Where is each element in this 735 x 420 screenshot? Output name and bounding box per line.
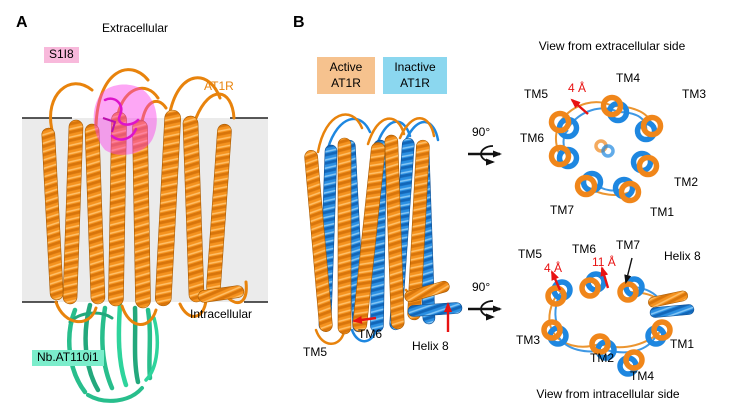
- extracellular-label: Extracellular: [102, 21, 169, 35]
- ic-tm2-label: TM2: [590, 351, 614, 365]
- ec-view-title: View from extracellular side: [538, 39, 686, 53]
- ic-tm6-label: TM6: [572, 242, 596, 256]
- ic-tm5-label: TM5: [518, 247, 542, 261]
- superposition-side-view: [304, 113, 463, 345]
- ic-view-title: View from intracellular side: [536, 387, 680, 401]
- extracellular-top-view: [548, 94, 664, 204]
- rotation-icon-bottom: [468, 300, 502, 321]
- rotation-90-bottom-label: 90°: [472, 280, 491, 294]
- panel-a-label: A: [16, 14, 28, 31]
- legend-active-at1r: Active AT1R: [317, 57, 375, 95]
- at1r-cartoon: [41, 68, 248, 326]
- ec-tm5-label: TM5: [524, 87, 548, 101]
- nanobody-tag: Nb.AT110i1: [32, 350, 104, 366]
- ic-4a-arrow: [550, 270, 562, 291]
- side-tm6-label: TM6: [358, 327, 382, 341]
- intracellular-label: Intracellular: [190, 307, 253, 321]
- ic-tm3-label: TM3: [516, 333, 540, 347]
- ic-tm1-label: TM1: [670, 337, 694, 351]
- ic-shift-tm6-label: 11 Å: [592, 255, 616, 269]
- intracellular-bottom-view: [541, 257, 695, 377]
- ec-tm4-label: TM4: [616, 71, 640, 85]
- tm7-pointer-arrow: [624, 257, 633, 284]
- side-helix8-label: Helix 8: [412, 339, 449, 353]
- legend-inactive-at1r: Inactive AT1R: [383, 57, 447, 95]
- s1i8-surface: [93, 84, 157, 155]
- ic-tm4-label: TM4: [630, 369, 654, 383]
- ec-tm3-label: TM3: [682, 87, 706, 101]
- s1i8-ligand-tag: S1I8: [44, 47, 79, 63]
- tm6-shift-arrow: [352, 315, 377, 324]
- rotation-90-top-label: 90°: [472, 125, 491, 139]
- rotation-icon-top: [468, 145, 502, 166]
- ec-tm1-label: TM1: [650, 205, 674, 219]
- ec-4a-arrow: [570, 98, 589, 115]
- ic-tm7-label: TM7: [616, 238, 640, 252]
- ic-helix8-label: Helix 8: [664, 249, 701, 263]
- panel-b-label: B: [293, 14, 305, 31]
- ec-tm6-label: TM6: [520, 131, 544, 145]
- ec-tm2-label: TM2: [674, 175, 698, 189]
- ec-shift-label: 4 Å: [568, 81, 587, 95]
- ic-11a-arrow: [600, 266, 610, 289]
- ic-shift-tm5-label: 4 Å: [544, 261, 563, 275]
- side-tm5-label: TM5: [303, 345, 327, 359]
- ec-tm7-label: TM7: [550, 203, 574, 217]
- at1r-label: AT1R: [204, 79, 234, 93]
